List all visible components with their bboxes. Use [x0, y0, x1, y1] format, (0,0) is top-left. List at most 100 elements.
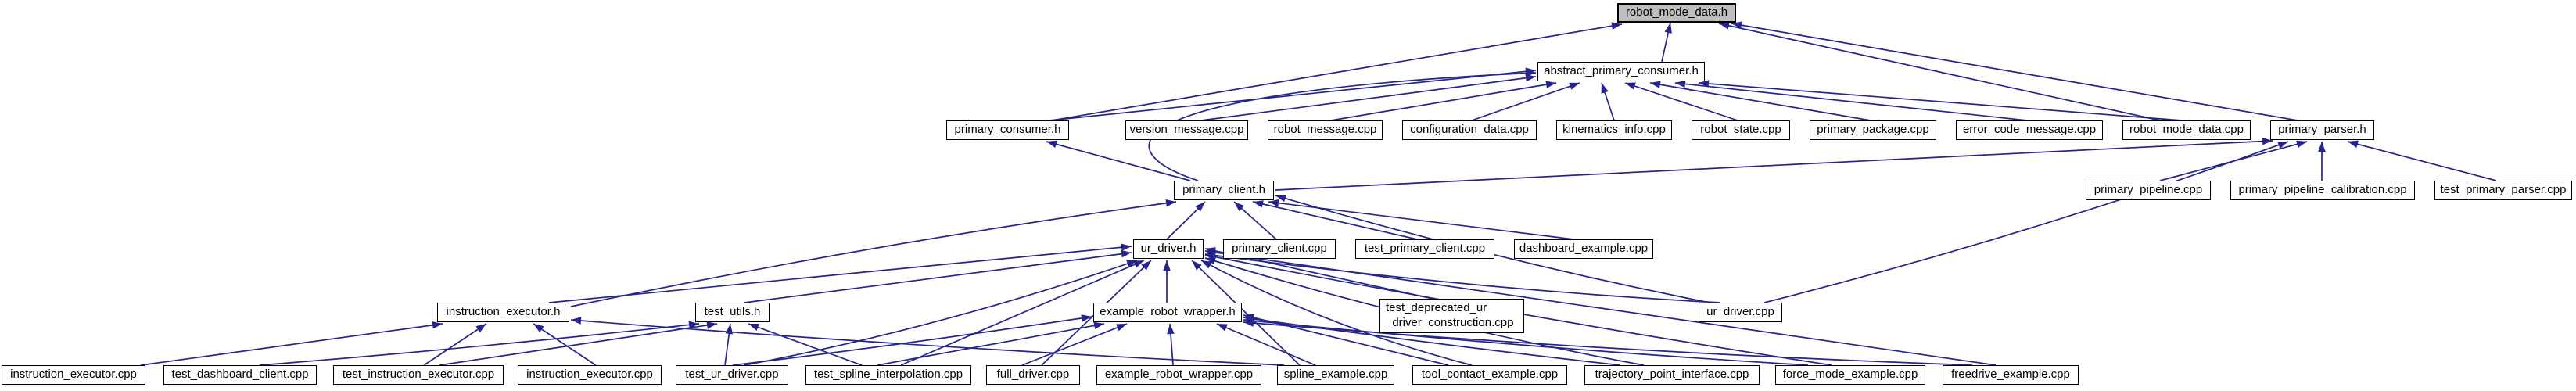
arrowhead: [2318, 142, 2326, 152]
graph-node-instruction_executor_h[interactable]: instruction_executor.h: [437, 303, 569, 322]
arrowhead: [1625, 82, 1636, 90]
graph-node-instruction_executor_cpp_1[interactable]: instruction_executor.cpp: [2, 365, 145, 385]
graph-node-version_message_cpp[interactable]: version_message.cpp: [1125, 120, 1248, 140]
graph-node-tool_contact_example_cpp[interactable]: tool_contact_example.cpp: [1412, 365, 1567, 385]
graph-node-primary_consumer_h[interactable]: primary_consumer.h: [946, 120, 1069, 140]
graph-node-test_primary_parser_cpp[interactable]: test_primary_parser.cpp: [2434, 181, 2572, 200]
graph-node-full_driver_cpp[interactable]: full_driver.cpp: [986, 365, 1080, 385]
arrowhead: [1201, 260, 1212, 269]
graph-node-configuration_data_cpp[interactable]: configuration_data.cpp: [1402, 120, 1537, 140]
arrowhead: [1699, 80, 1710, 88]
graph-node-primary_client_cpp[interactable]: primary_client.cpp: [1223, 239, 1336, 259]
include-edge: [1021, 323, 1128, 366]
arrowhead: [1081, 314, 1092, 322]
arrowhead: [1234, 202, 1244, 212]
arrowhead: [1611, 22, 1622, 30]
graph-node-trajectory_point_interface_cpp[interactable]: trajectory_point_interface.cpp: [1584, 365, 1760, 385]
include-edge: [744, 260, 1138, 366]
arrowhead: [1133, 260, 1144, 268]
arrowhead: [688, 321, 699, 329]
arrowhead: [1525, 69, 1536, 77]
include-edge: [140, 323, 443, 366]
graph-node-test_utils_h[interactable]: test_utils.h: [695, 303, 770, 322]
arrowhead: [1525, 74, 1536, 82]
graph-node-force_mode_example_cpp[interactable]: force_mode_example.cpp: [1775, 365, 1925, 385]
include-edge: [1191, 260, 1301, 366]
graph-node-error_code_message_cpp[interactable]: error_code_message.cpp: [1956, 120, 2103, 140]
include-edge: [1731, 23, 2298, 121]
arrowhead: [1093, 321, 1104, 330]
arrowhead: [1268, 199, 1279, 207]
graph-node-test_dashboard_client_cpp[interactable]: test_dashboard_client.cpp: [163, 365, 317, 385]
include-edge: [877, 323, 1105, 366]
arrowhead: [1601, 83, 1609, 94]
arrowhead: [1664, 23, 1672, 34]
graph-node-example_robot_wrapper_h[interactable]: example_robot_wrapper.h: [1093, 303, 1242, 322]
graph-node-kinematics_info_cpp[interactable]: kinematics_info.cpp: [1556, 120, 1672, 140]
graph-node-robot_message_cpp[interactable]: robot_message.cpp: [1268, 120, 1383, 140]
graph-node-primary_package_cpp[interactable]: primary_package.cpp: [1810, 120, 1936, 140]
graph-node-robot_mode_data_cpp[interactable]: robot_mode_data.cpp: [2122, 120, 2251, 140]
include-edge: [1624, 82, 1738, 121]
graph-node-example_robot_wrapper_cpp[interactable]: example_robot_wrapper.cpp: [1096, 365, 1261, 385]
graph-node-instruction_executor_cpp_2[interactable]: instruction_executor.cpp: [518, 365, 662, 385]
arrowhead: [1217, 324, 1228, 332]
arrowhead: [533, 324, 544, 333]
graph-node-test_ur_driver_cpp[interactable]: test_ur_driver.cpp: [676, 365, 788, 385]
include-edge: [1200, 76, 1537, 121]
graph-node-primary_pipeline_cpp[interactable]: primary_pipeline.cpp: [2086, 181, 2211, 200]
arrowhead: [1243, 319, 1254, 327]
include-edge: [1243, 321, 1973, 366]
arrowhead: [1275, 195, 1286, 203]
arrowhead: [2348, 140, 2359, 148]
arrowhead: [1195, 202, 1205, 212]
arrowhead: [1165, 199, 1176, 207]
graph-node-spline_example_cpp[interactable]: spline_example.cpp: [1277, 365, 1394, 385]
arrowhead: [1167, 324, 1175, 335]
graph-node-primary_client_h[interactable]: primary_client.h: [1174, 181, 1274, 200]
arrowhead: [1141, 260, 1151, 271]
graph-node-test_primary_client_cpp[interactable]: test_primary_client.cpp: [1355, 239, 1494, 259]
include-edge: [2159, 141, 2308, 181]
include-edge: [732, 316, 1092, 366]
include-edge: [439, 323, 718, 366]
arrowhead: [1205, 249, 1216, 256]
arrowhead: [432, 321, 443, 329]
arrowhead: [1569, 82, 1580, 90]
include-edge: [1330, 82, 1557, 121]
include-edge: [259, 323, 700, 366]
graph-node-robot_state_cpp[interactable]: robot_state.cpp: [1692, 120, 1790, 140]
graph-node-primary_pipeline_calibration_cpp[interactable]: primary_pipeline_calibration.cpp: [2230, 181, 2415, 200]
arrowhead: [1253, 200, 1264, 208]
graph-node-test_spline_interpolation_cpp[interactable]: test_spline_interpolation.cpp: [805, 365, 971, 385]
arrowhead: [1719, 22, 1730, 30]
arrowhead: [1731, 21, 1742, 29]
graph-node-ur_driver_h[interactable]: ur_driver.h: [1133, 239, 1204, 259]
graph-node-robot_mode_data_h[interactable]: robot_mode_data.h: [1617, 3, 1736, 23]
arrowhead: [1192, 260, 1202, 271]
arrowhead: [1116, 324, 1127, 332]
graph-node-test_deprecated_ur_driver_construction_cpp[interactable]: test_deprecated_ur _driver_construction.…: [1379, 299, 1524, 333]
graph-node-primary_parser_h[interactable]: primary_parser.h: [2270, 120, 2374, 140]
include-edge: [900, 260, 1145, 366]
include-edge: [1649, 82, 1871, 121]
include-edge: [533, 323, 597, 366]
arrowhead: [725, 324, 734, 335]
graph-node-freedrive_example_cpp[interactable]: freedrive_example.cpp: [1943, 365, 2079, 385]
graph-node-dashboard_example_cpp[interactable]: dashboard_example.cpp: [1514, 239, 1653, 259]
include-edge: [1471, 82, 1580, 121]
include-edge: [548, 246, 1132, 303]
include-edge: [1763, 141, 2289, 303]
include-edge: [570, 319, 1285, 366]
arrowhead: [2262, 137, 2273, 145]
graph-node-ur_driver_cpp[interactable]: ur_driver.cpp: [1699, 303, 1782, 322]
graph-node-test_instruction_executor_cpp[interactable]: test_instruction_executor.cpp: [333, 365, 504, 385]
arrowhead: [1545, 81, 1556, 88]
include-edge: [423, 323, 487, 366]
arrowhead: [1121, 243, 1132, 252]
arrowhead: [706, 321, 717, 329]
include-edge: [1216, 323, 1316, 366]
graph-node-abstract_primary_consumer_h[interactable]: abstract_primary_consumer.h: [1537, 62, 1705, 81]
